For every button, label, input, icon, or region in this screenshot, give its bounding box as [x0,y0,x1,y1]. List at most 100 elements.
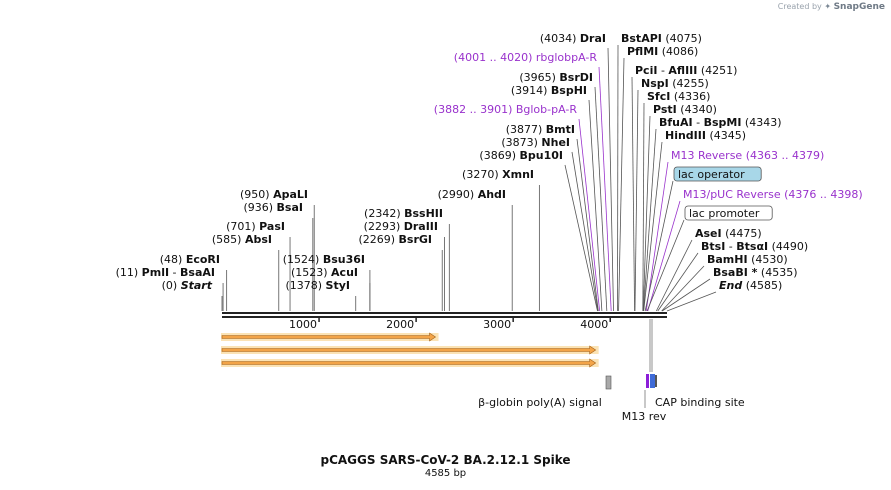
map-label-end[interactable]: End (4585) [719,279,782,292]
map-label-bamhi[interactable]: BamHI (4530) [707,253,788,266]
site-connector [642,102,645,312]
map-label-hindiii[interactable]: HindIII (4345) [665,129,746,142]
feature-cap-binding-site-edge [655,375,657,387]
enzyme-label: AseI (4475) [695,227,762,240]
enzyme-label: (2293) DraIII [364,220,438,233]
map-label-apali[interactable]: (950) ApaLI [240,188,308,201]
site-connector [588,99,603,312]
enzyme-label: (3270) XmnI [462,168,534,181]
site-connector [643,128,657,312]
map-label-ecori[interactable]: (48) EcoRI [160,253,220,266]
map-label-bsshii[interactable]: (2342) BssHII [364,207,443,220]
enzyme-label: BstAPI (4075) [621,32,702,45]
orf-arrow[interactable] [221,332,437,342]
site-connector [598,66,612,312]
map-label-bpu10i[interactable]: (3869) Bpu10I [479,149,563,162]
map-label-drai[interactable]: (4034) DraI [540,32,606,45]
ruler-label: 1000 [289,318,317,331]
ruler-label: 2000 [386,318,414,331]
enzyme-label: BamHI (4530) [707,253,788,266]
feature-label: lac operator [678,168,745,181]
map-label-bfuai[interactable]: BfuAI - BspMI (4343) [659,116,782,129]
map-label-sfci[interactable]: SfcI (4336) [647,90,710,103]
feature-label-box [673,166,762,182]
map-label-m13-reverse-4363-4379[interactable]: M13 Reverse (4363 .. 4379) [671,149,824,162]
map-label-bsabi[interactable]: BsaBI * (4535) [713,266,798,279]
enzyme-label: PciI - AflIII (4251) [635,64,737,77]
map-label-bsphi[interactable]: (3914) BspHI [511,84,587,97]
feature-label-cap: CAP binding site [655,396,745,409]
credit-brand: SnapGene [833,2,885,12]
feature-beta-globin-polya-signal[interactable] [605,375,612,390]
primer-label: M13/pUC Reverse (4376 .. 4398) [683,188,863,201]
enzyme-label: End (4585) [719,279,782,292]
enzyme-label: (1524) Bsu36I [283,253,365,266]
site-connector [661,265,705,312]
map-label-3882-3901-bglob-pa-r[interactable]: (3882 .. 3901) Bglob-pA-R [434,103,578,116]
enzyme-label: SfcI (4336) [647,90,710,103]
map-label-btsi[interactable]: BtsI - BtsαI (4490) [701,240,808,253]
enzyme-label: NspI (4255) [641,77,709,90]
feature-m13-rev[interactable] [646,374,649,388]
enzyme-label: (2990) AhdI [438,188,506,201]
map-label-bsu36i[interactable]: (1524) Bsu36I [283,253,365,266]
ruler-label: 3000 [483,318,511,331]
enzyme-label: PflMI (4086) [627,45,698,58]
map-label-asei[interactable]: AseI (4475) [695,227,762,240]
enzyme-label: (2342) BssHII [364,207,443,220]
enzyme-label: BtsI - BtsαI (4490) [701,240,808,253]
map-label-lac-promoter[interactable]: lac promoter [684,205,773,221]
map-label-bsrgi[interactable]: (2269) BsrGI [358,233,432,246]
feature-label: lac promoter [689,207,760,220]
enzyme-label: (3877) BmtI [506,123,575,136]
map-label-pflmi[interactable]: PflMI (4086) [627,45,698,58]
map-label-bsai[interactable]: (936) BsaI [243,201,303,214]
orf-arrow[interactable] [221,345,597,355]
map-label-absi[interactable]: (585) AbsI [212,233,272,246]
map-label-ahdi[interactable]: (2990) AhdI [438,188,506,201]
plasmid-length: 4585 bp [424,468,467,479]
ruler-label: 4000 [580,318,608,331]
map-label-pasi[interactable]: (701) PasI [226,220,285,233]
map-label-m13-puc-reverse-4376-4398[interactable]: M13/pUC Reverse (4376 .. 4398) [683,188,863,201]
map-label-bstapi[interactable]: BstAPI (4075) [621,32,702,45]
map-label-nspi[interactable]: NspI (4255) [641,77,709,90]
map-label-start[interactable]: (0) Start [162,279,213,292]
site-connector [645,161,669,312]
enzyme-label: (11) PmlI - BsaAI [116,266,215,279]
feature-cap-binding-site[interactable] [650,374,655,388]
enzyme-label: (4034) DraI [540,32,606,45]
primer-label: (4001 .. 4020) rbglobpA-R [454,51,598,64]
credit-prefix: Created by [777,2,822,11]
site-connector [642,115,651,312]
site-connector [647,200,681,312]
feature-label-polya: β-globin poly(A) signal [478,396,602,409]
map-label-psti[interactable]: PstI (4340) [653,103,717,116]
map-label-styi[interactable]: (1378) StyI [285,279,350,292]
map-label-draiii[interactable]: (2293) DraIII [364,220,438,233]
site-connector [564,164,598,312]
map-label-xmni[interactable]: (3270) XmnI [462,168,534,181]
map-label-acui[interactable]: (1523) AcuI [291,266,358,279]
map-label-pmli[interactable]: (11) PmlI - BsaAI [116,266,215,279]
map-label-pcii[interactable]: PciI - AflIII (4251) [635,64,737,77]
enzyme-label: (950) ApaLI [240,188,308,201]
plasmid-name: pCAGGS SARS-CoV-2 BA.2.12.1 Spike [320,453,571,467]
enzyme-label: (701) PasI [226,220,285,233]
primer-label: (3882 .. 3901) Bglob-pA-R [434,103,578,116]
site-connector [578,118,601,312]
site-connector [634,89,639,312]
site-connector [655,239,693,312]
map-label-lac-operator[interactable]: lac operator [673,166,762,182]
orf-arrow[interactable] [221,358,597,368]
map-label-bsrdi[interactable]: (3965) BsrDI [519,71,593,84]
map-label-nhei[interactable]: (3873) NheI [501,136,570,149]
enzyme-label: BsaBI * (4535) [713,266,798,279]
enzyme-label: (1378) StyI [285,279,350,292]
map-label-4001-4020-rbglobpa-r[interactable]: (4001 .. 4020) rbglobpA-R [454,51,598,64]
enzyme-label: PstI (4340) [653,103,717,116]
enzyme-label: (3873) NheI [501,136,570,149]
site-connector [631,76,635,312]
map-label-bmti[interactable]: (3877) BmtI [506,123,575,136]
